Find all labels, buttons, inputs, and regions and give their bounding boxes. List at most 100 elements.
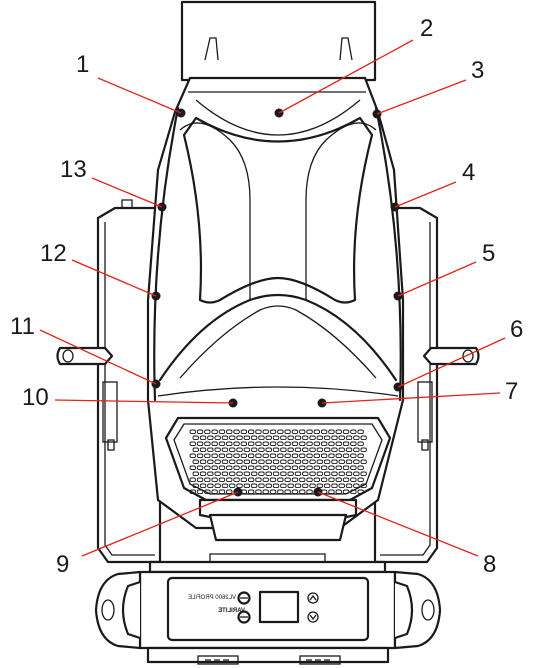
grille-hole — [331, 471, 338, 477]
grille-hole — [302, 471, 309, 477]
grille-hole — [342, 441, 350, 447]
grille-hole — [221, 459, 229, 465]
grille-hole — [258, 447, 265, 453]
grille-hole — [250, 483, 258, 489]
grille-hole — [313, 441, 321, 447]
grille-hole — [360, 483, 367, 489]
grille-hole — [226, 429, 233, 435]
base-unit — [94, 553, 442, 665]
grille-hole — [258, 435, 265, 441]
grille-hole — [323, 471, 331, 477]
grille-hole — [226, 441, 233, 447]
grille-hole — [287, 447, 294, 453]
grille-hole — [243, 483, 251, 489]
grille-hole — [277, 465, 284, 471]
grille-hole — [316, 447, 324, 453]
callout-line-11 — [39, 329, 157, 385]
grille-hole — [280, 471, 287, 477]
grille-hole — [226, 465, 233, 471]
grille-hole — [323, 459, 331, 465]
grille-hole — [342, 453, 350, 459]
grille-hole — [262, 477, 269, 483]
grille-hole — [309, 483, 316, 489]
grille-hole — [196, 489, 204, 495]
grille-hole — [287, 471, 294, 477]
grille-hole — [218, 441, 226, 447]
grille-hole — [226, 453, 233, 459]
grille-hole — [357, 465, 364, 471]
grille-hole — [277, 477, 284, 483]
grille-hole — [192, 435, 199, 441]
grille-hole — [265, 435, 272, 441]
grille-hole — [233, 477, 240, 483]
grille-hole — [221, 483, 229, 489]
grille-hole — [189, 489, 196, 495]
grille-hole — [284, 441, 291, 447]
grille-hole — [233, 465, 240, 471]
grille-hole — [218, 477, 226, 483]
grille-hole — [233, 441, 240, 447]
grille-holes — [189, 429, 367, 495]
grille-hole — [299, 465, 306, 471]
grille-hole — [287, 483, 294, 489]
grille-hole — [204, 429, 211, 435]
grille-hole — [353, 471, 360, 477]
grille-hole — [360, 459, 367, 465]
grille-hole — [320, 465, 328, 471]
grille-hole — [277, 441, 284, 447]
head-top-block — [180, 0, 377, 82]
grille-hole — [331, 483, 338, 489]
grille-hole — [313, 465, 321, 471]
callout-line-8 — [317, 491, 479, 557]
grille-hole — [335, 453, 342, 459]
callout-label-1: 1 — [76, 51, 89, 78]
grille-hole — [335, 465, 342, 471]
grille-hole — [328, 477, 335, 483]
grille-hole — [233, 453, 240, 459]
grille-hole — [299, 489, 306, 495]
grille-hole — [316, 435, 324, 441]
grille-hole — [316, 471, 324, 477]
grille-hole — [342, 465, 350, 471]
grille-hole — [214, 447, 221, 453]
grille-hole — [262, 429, 269, 435]
grille-hole — [360, 435, 367, 441]
grille-hole — [214, 459, 221, 465]
grille-hole — [265, 447, 272, 453]
grille-hole — [240, 429, 248, 435]
grille-hole — [229, 459, 236, 465]
grille-hole — [247, 453, 255, 459]
grille-hole — [280, 459, 287, 465]
grille-hole — [342, 477, 350, 483]
grille-hole — [199, 447, 207, 453]
grille-hole — [323, 483, 331, 489]
grille-hole — [291, 489, 299, 495]
grille-hole — [240, 441, 248, 447]
grille-hole — [272, 447, 280, 453]
grille-hole — [258, 459, 265, 465]
grille-hole — [284, 465, 291, 471]
grille-hole — [313, 477, 321, 483]
grille-hole — [192, 471, 199, 477]
grille-hole — [236, 483, 243, 489]
grille-hole — [299, 429, 306, 435]
grille-hole — [299, 441, 306, 447]
grille-hole — [204, 477, 211, 483]
grille-hole — [192, 447, 199, 453]
callout-label-6: 6 — [510, 316, 523, 343]
grille-hole — [338, 447, 345, 453]
grille-hole — [284, 453, 291, 459]
grille-hole — [328, 441, 335, 447]
grille-hole — [345, 435, 353, 441]
panel-brand-text: VARILITE — [218, 608, 245, 614]
grille-hole — [240, 477, 248, 483]
grille-hole — [236, 435, 243, 441]
grille-hole — [350, 465, 357, 471]
grille-hole — [240, 453, 248, 459]
grille-hole — [207, 447, 214, 453]
grille-hole — [269, 465, 277, 471]
grille-hole — [345, 459, 353, 465]
grille-hole — [331, 447, 338, 453]
grille-hole — [320, 429, 328, 435]
